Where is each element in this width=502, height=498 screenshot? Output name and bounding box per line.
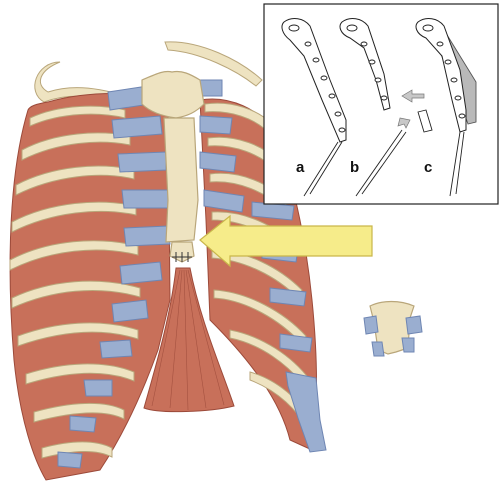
sternal-body xyxy=(163,117,199,243)
inset-sternum-b xyxy=(339,18,433,197)
rectus-abdominis-muscle xyxy=(143,267,235,413)
rectus-fibers xyxy=(151,269,225,411)
inset-panel: a b xyxy=(263,3,499,205)
panel-label-b: b xyxy=(350,159,359,176)
left-costal-cartilage xyxy=(57,85,171,469)
left-ribs xyxy=(9,105,141,459)
inset-sternum-a xyxy=(281,18,347,197)
rib-cage xyxy=(9,41,327,481)
panel-label-a: a xyxy=(296,159,305,176)
suture-marks xyxy=(172,252,192,262)
first-rib-right xyxy=(164,41,263,87)
inset-sternum-c xyxy=(415,18,477,197)
manubrium xyxy=(141,70,205,119)
panel-label-c: c xyxy=(424,159,432,176)
yellow-pointer-arrow xyxy=(199,214,373,268)
right-costal-cartilage xyxy=(195,79,327,453)
sternum xyxy=(141,70,205,263)
resected-sternum-specimen xyxy=(363,300,423,357)
